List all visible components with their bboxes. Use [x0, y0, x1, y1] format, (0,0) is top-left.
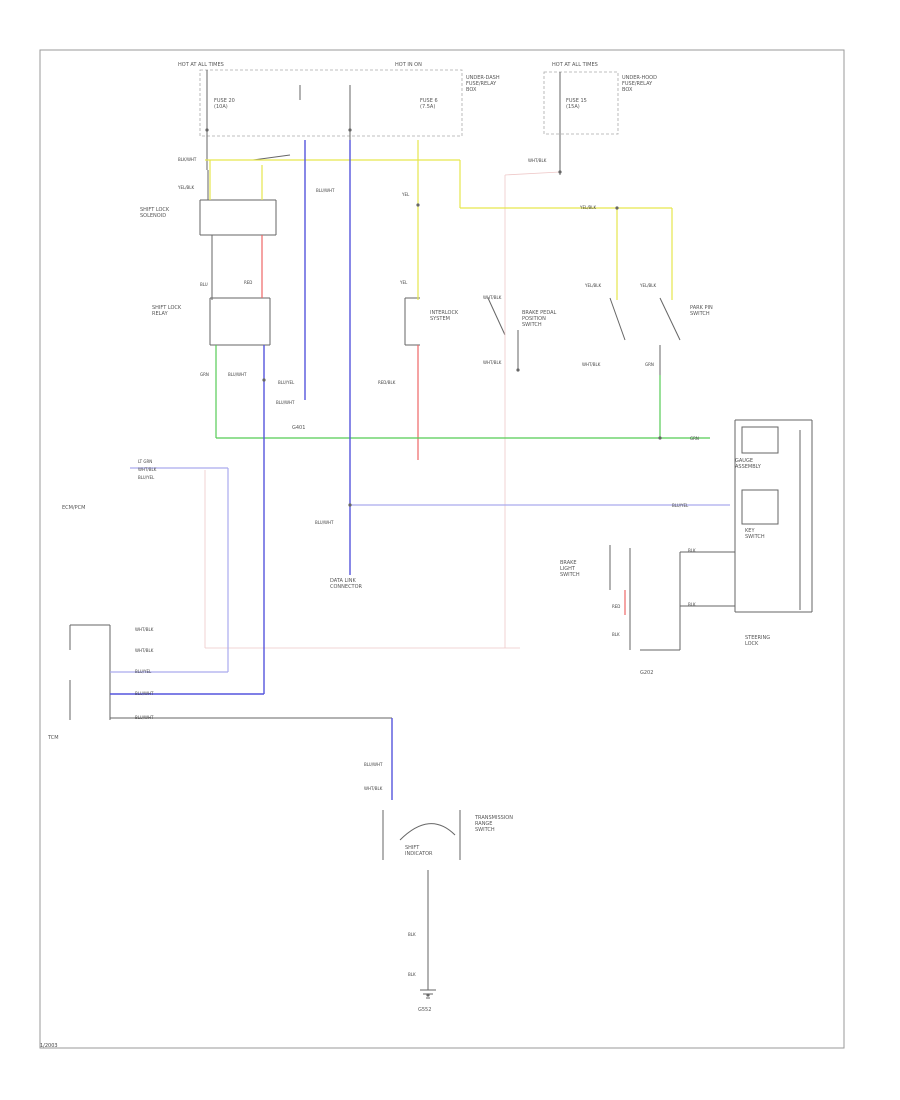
label-ecm-pcm: ECM/PCM — [62, 505, 86, 511]
wire-label: BLK — [408, 932, 416, 937]
label-data-link: DATA LINK CONNECTOR — [330, 578, 363, 590]
wire-label: BLK — [408, 972, 416, 977]
wire-label: BLK/WHT — [178, 157, 197, 162]
diagram-frame — [39, 49, 845, 1049]
label-top-left-fuse: HOT AT ALL TIMES — [178, 62, 224, 68]
wire-label: BLK — [688, 602, 696, 607]
wire-label: BLU/YEL — [278, 380, 295, 385]
wire-label: RED — [612, 604, 621, 609]
wire-label: WHT/BLK — [483, 360, 502, 365]
label-ground-c: G552 — [418, 1007, 432, 1013]
wire-label: BLU/WHT — [276, 400, 295, 405]
wire-label: BLU/WHT — [135, 691, 154, 696]
light-blue-wires — [110, 467, 730, 673]
blue-wires — [110, 140, 393, 800]
wire-label: WHT/BLK — [582, 362, 601, 367]
wire-label: BLU/WHT — [316, 188, 335, 193]
label-park-pin-switch: PARK PIN SWITCH — [690, 305, 713, 317]
label-brake-switch: BRAKE PEDAL POSITION SWITCH — [522, 310, 557, 328]
label-transmission-range: TRANSMISSION RANGE SWITCH — [475, 815, 513, 833]
wire-label: BLU/WHT — [228, 372, 247, 377]
label-ground-b: G202 — [640, 670, 654, 676]
wire-label: YEL — [400, 280, 408, 285]
wire-label: BLK — [688, 548, 696, 553]
label-fuse-c: FUSE 15 (15A) — [566, 98, 587, 110]
wire-label: BLK — [612, 632, 620, 637]
label-shift-lock-relay: SHIFT LOCK RELAY — [152, 305, 182, 317]
wire-label: GRN — [690, 436, 699, 441]
label-brake-light: BRAKE LIGHT SWITCH — [560, 560, 580, 578]
yellow-wires — [205, 140, 673, 300]
fuse-box-upper-outline — [199, 69, 463, 137]
label-shift-lock-solenoid: SHIFT LOCK SOLENOID — [140, 207, 170, 219]
wire-label: BLU — [200, 282, 208, 287]
label-fuse-box-upper: UNDER-DASH FUSE/RELAY BOX — [466, 75, 500, 93]
wire-label: RED — [244, 280, 253, 285]
wire-label: GRN — [645, 362, 654, 367]
wire-label: BLU/YEL — [138, 475, 155, 480]
connector-dots — [205, 128, 662, 997]
wire-label: BLU/YEL — [672, 503, 689, 508]
label-key-switch: KEY SWITCH — [745, 528, 765, 540]
label-tcm: TCM — [48, 735, 59, 741]
label-gauge-assembly: GAUGE ASSEMBLY — [735, 458, 761, 470]
wire-label: RED/BLK — [378, 380, 396, 385]
label-top-mid-fuse: HOT IN ON — [395, 62, 422, 68]
wire-label: WHT/BLK — [135, 627, 154, 632]
label-interlock: INTERLOCK SYSTEM — [430, 310, 459, 322]
label-shift-indicator: SHIFT INDICATOR — [405, 845, 433, 857]
wire-label: WHT/BLK — [138, 467, 157, 472]
wire-label: BLU/WHT — [315, 520, 334, 525]
green-wires — [215, 345, 710, 439]
label-fuse-a: FUSE 20 (10A) — [214, 98, 235, 110]
wire-label: YEL — [402, 192, 410, 197]
red-wires — [261, 235, 626, 615]
wire-label: BLU/WHT — [135, 715, 154, 720]
figure-code: 1/2003 — [40, 1043, 58, 1049]
black-wires — [69, 70, 813, 999]
wire-label: YEL/BLK — [580, 205, 597, 210]
wire-label: LT GRN — [138, 459, 153, 464]
wire-label: BLU/YEL — [135, 669, 152, 674]
wire-label: WHT/BLK — [483, 295, 502, 300]
label-top-right-fuse: HOT AT ALL TIMES — [552, 62, 598, 68]
wire-label: YEL/BLK — [585, 283, 602, 288]
wire-label: WHT/BLK — [135, 648, 154, 653]
wire-label: WHT/BLK — [364, 786, 383, 791]
wire-label: YEL/BLK — [178, 185, 195, 190]
label-ground-a: G401 — [292, 425, 306, 431]
wire-label: YEL/BLK — [640, 283, 657, 288]
label-fuse-b: FUSE 6 (7.5A) — [420, 98, 438, 110]
wire-label: WHT/BLK — [528, 158, 547, 163]
wire-label: GRN — [200, 372, 209, 377]
label-fuse-box-lower: UNDER-HOOD FUSE/RELAY BOX — [622, 75, 657, 93]
wire-label: BLU/WHT — [364, 762, 383, 767]
fuse-box-lower-outline — [543, 71, 619, 135]
label-steering-lock: STEERING LOCK — [745, 635, 771, 647]
pink-wires — [204, 171, 561, 649]
